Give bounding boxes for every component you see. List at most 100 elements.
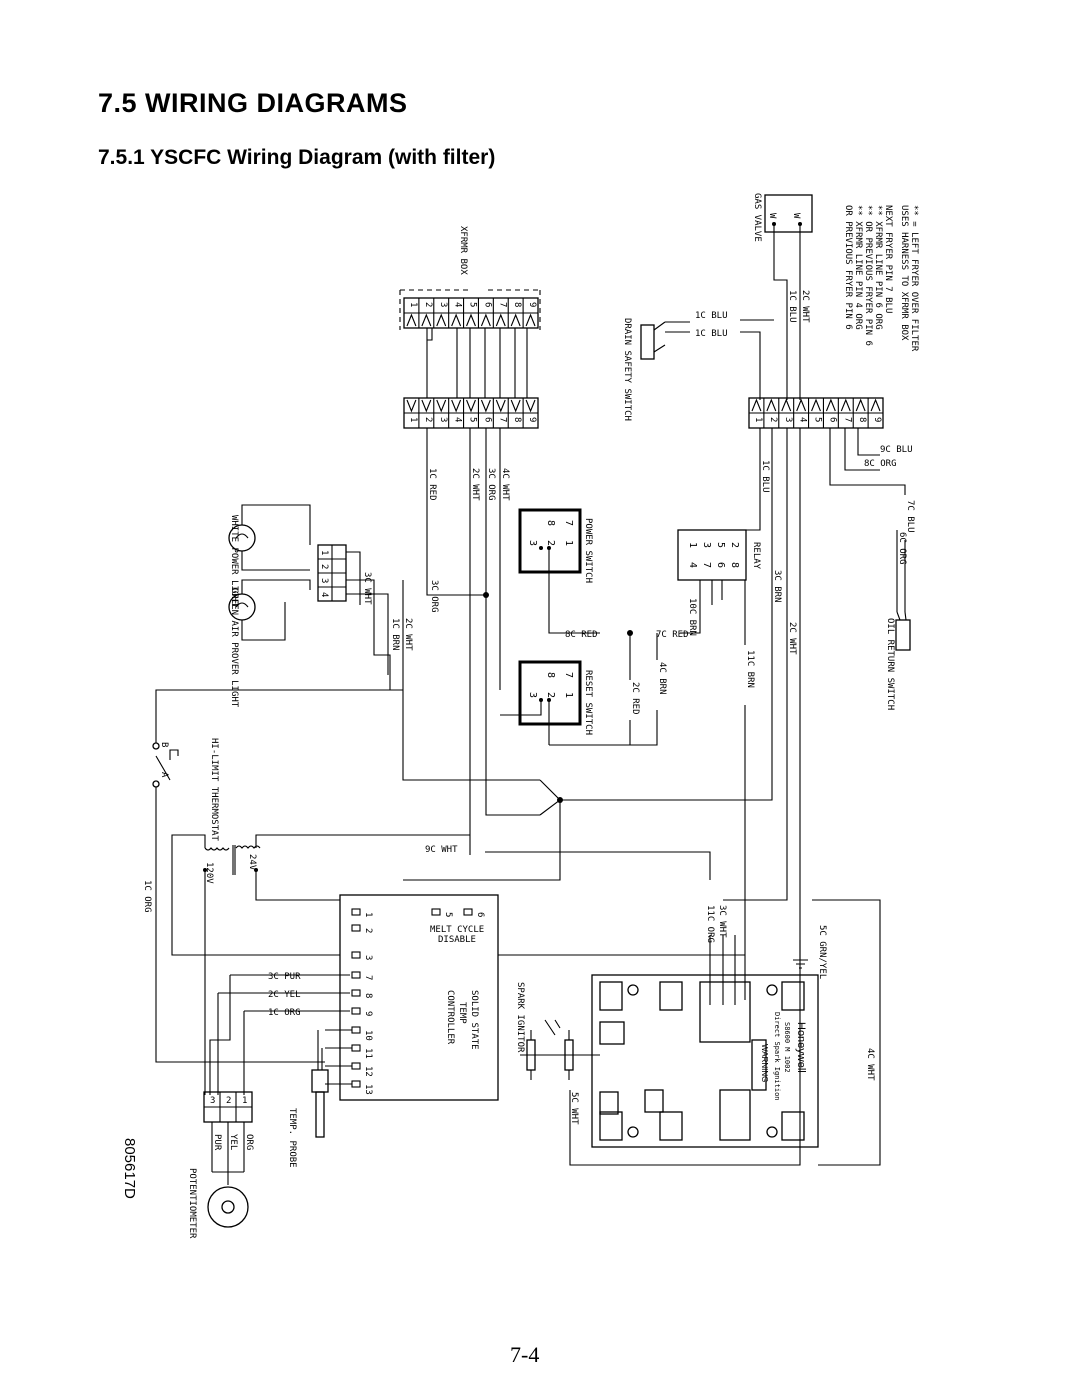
power-switch-label: POWER SWITCH — [583, 518, 593, 583]
right-conn-socket-5 — [811, 398, 821, 412]
hi-limit-b: B — [159, 742, 169, 747]
potentiometer-label: POTENTIOMETER — [187, 1168, 197, 1239]
controller-pin-5: 5 — [443, 912, 453, 917]
svg-text:2: 2 — [729, 542, 740, 548]
xfrmr-pin-8: 8 — [512, 302, 522, 307]
right-conn-socket-4 — [796, 398, 807, 412]
warning-label: WARNING — [760, 1044, 769, 1082]
wire-1c-org-b: 1C ORG — [268, 1008, 301, 1018]
controller-pin-1: 1 — [363, 912, 373, 917]
green-light-label: GREEN AIR PROVER LIGHT — [229, 588, 239, 708]
right-conn-pin-7: 7 — [842, 417, 852, 422]
svg-text:1: 1 — [563, 540, 574, 546]
left-conn-pin-9: 9 — [527, 417, 537, 422]
wire-3c-wht: 3C WHT — [362, 572, 372, 605]
controller-pin-8: 8 — [363, 993, 373, 998]
power-switch: 3 2 1 8 7 POWER SWITCH — [518, 508, 593, 583]
xfrmr-socket-1 — [406, 313, 417, 327]
left-conn-pin-1: 1 — [408, 417, 418, 422]
reset-switch: 3 2 1 8 7 RESET SWITCH — [518, 660, 593, 735]
controller-pin-9: 9 — [363, 1011, 373, 1016]
controller-pin-12: 12 — [363, 1066, 373, 1077]
spark-ignitor-label: SPARK IGNITOR — [515, 982, 525, 1053]
controller-terminal-13 — [351, 1080, 361, 1088]
hi-limit-a: A — [159, 772, 169, 778]
xfrmr-pin-6: 6 — [482, 302, 492, 307]
harness-note: ** = LEFT FRYER OVER FILTER USES HARNESS… — [843, 205, 919, 352]
ignition-model: S8600 M 1002 — [783, 1022, 791, 1073]
svg-text:3: 3 — [527, 540, 538, 546]
spark-ignitor: SPARK IGNITOR — [515, 982, 580, 1080]
wire-pur: PUR — [212, 1134, 222, 1151]
wire-1c-blu-a: 1C BLU — [695, 311, 728, 321]
left-conn-socket-9 — [525, 399, 536, 413]
wire-1c-red: 1C RED — [427, 468, 437, 501]
wire-4c-brn: 4C BRN — [657, 662, 667, 695]
controller-pin-6: 6 — [475, 912, 485, 917]
svg-text:4: 4 — [687, 562, 698, 568]
wire-2c-red: 2C RED — [630, 682, 640, 715]
note-line-5: ** OR PREVIOUS FRYER PIN 6 — [863, 205, 873, 346]
potentiometer: POTENTIOMETER — [187, 1168, 249, 1239]
wire-3c-org: 3C ORG — [486, 468, 496, 501]
left-conn-pin-8: 8 — [512, 417, 522, 422]
left-conn-pin-7: 7 — [497, 417, 507, 422]
right-conn-pin-5: 5 — [813, 417, 823, 422]
xfrmr-pin-4: 4 — [453, 302, 463, 307]
controller-terminal-8 — [351, 989, 361, 997]
right-conn-pin-2: 2 — [768, 417, 778, 422]
wire-3c-pur: 3C PUR — [268, 972, 301, 982]
oil-return-switch: OIL RETURN SWITCH — [885, 611, 911, 710]
melt-cycle-line1: MELT CYCLE — [430, 925, 484, 935]
xfrmr-socket-5 — [466, 313, 476, 327]
right-conn-pin-4: 4 — [798, 417, 808, 422]
wire-8c-red: 8C RED — [565, 630, 598, 640]
left-conn-socket-8 — [510, 399, 521, 413]
left-conn-pin-6: 6 — [482, 417, 492, 422]
temp-probe-label: TEMP. PROBE — [287, 1108, 297, 1168]
controller-terminal-7 — [351, 971, 361, 979]
wire-1c-org-left: 1C ORG — [142, 880, 152, 913]
right-conn-socket-6 — [825, 398, 836, 412]
note-line-1: ** = LEFT FRYER OVER FILTER — [909, 205, 919, 352]
svg-text:1: 1 — [319, 550, 329, 555]
wire-11c-org: 11C ORG — [705, 905, 715, 943]
svg-text:1: 1 — [563, 692, 574, 698]
wire-6c-org: 6C ORG — [897, 532, 907, 565]
controller-terminal-5 — [431, 908, 441, 916]
controller-pin-3: 3 — [363, 955, 373, 960]
left-conn-pin-4: 4 — [453, 417, 463, 422]
drain-safety-switch: DRAIN SAFETY SWITCH — [622, 318, 666, 421]
gas-valve: W W GAS VALVE — [752, 193, 813, 242]
svg-text:4: 4 — [319, 592, 329, 597]
wire-2c-wht-a: 2C WHT — [470, 468, 480, 501]
xfrmr-socket-3 — [436, 313, 447, 327]
melt-cycle-line2: DISABLE — [438, 935, 476, 945]
xfrmr-pin-7: 7 — [497, 302, 507, 307]
transformer: 120V 24V — [203, 845, 261, 884]
wire-4c-wht-b: 4C WHT — [865, 1048, 875, 1081]
xfrmr-socket-2 — [421, 313, 432, 327]
page-number: 7-4 — [510, 1342, 540, 1367]
left-conn-socket-7 — [495, 399, 506, 413]
controller-line3: CONTROLLER — [445, 990, 455, 1045]
left-conn-socket-1 — [406, 399, 417, 413]
svg-text:3: 3 — [319, 578, 329, 583]
temp-probe: TEMP. PROBE — [287, 1069, 329, 1168]
right-conn-socket-9 — [870, 398, 881, 412]
controller-terminal-2 — [351, 924, 361, 932]
relay-label: RELAY — [751, 542, 761, 570]
connector-left — [403, 397, 539, 429]
note-line-3: NEXT FRYER PIN 7 BLU — [883, 205, 893, 313]
right-conn-pin-3: 3 — [783, 417, 793, 422]
controller-pin-7: 7 — [363, 975, 373, 980]
note-line-4: ** XFRMR LINE PIN 6 ORG — [873, 205, 883, 330]
wire-8c-org: 8C ORG — [864, 459, 897, 469]
right-conn-socket-3 — [781, 398, 792, 412]
controller-terminal-1 — [351, 908, 361, 916]
svg-text:2: 2 — [545, 692, 556, 698]
svg-text:8: 8 — [545, 672, 556, 678]
svg-text:3: 3 — [701, 542, 712, 548]
controller-pin-10: 10 — [363, 1030, 373, 1041]
right-conn-socket-7 — [840, 398, 851, 412]
